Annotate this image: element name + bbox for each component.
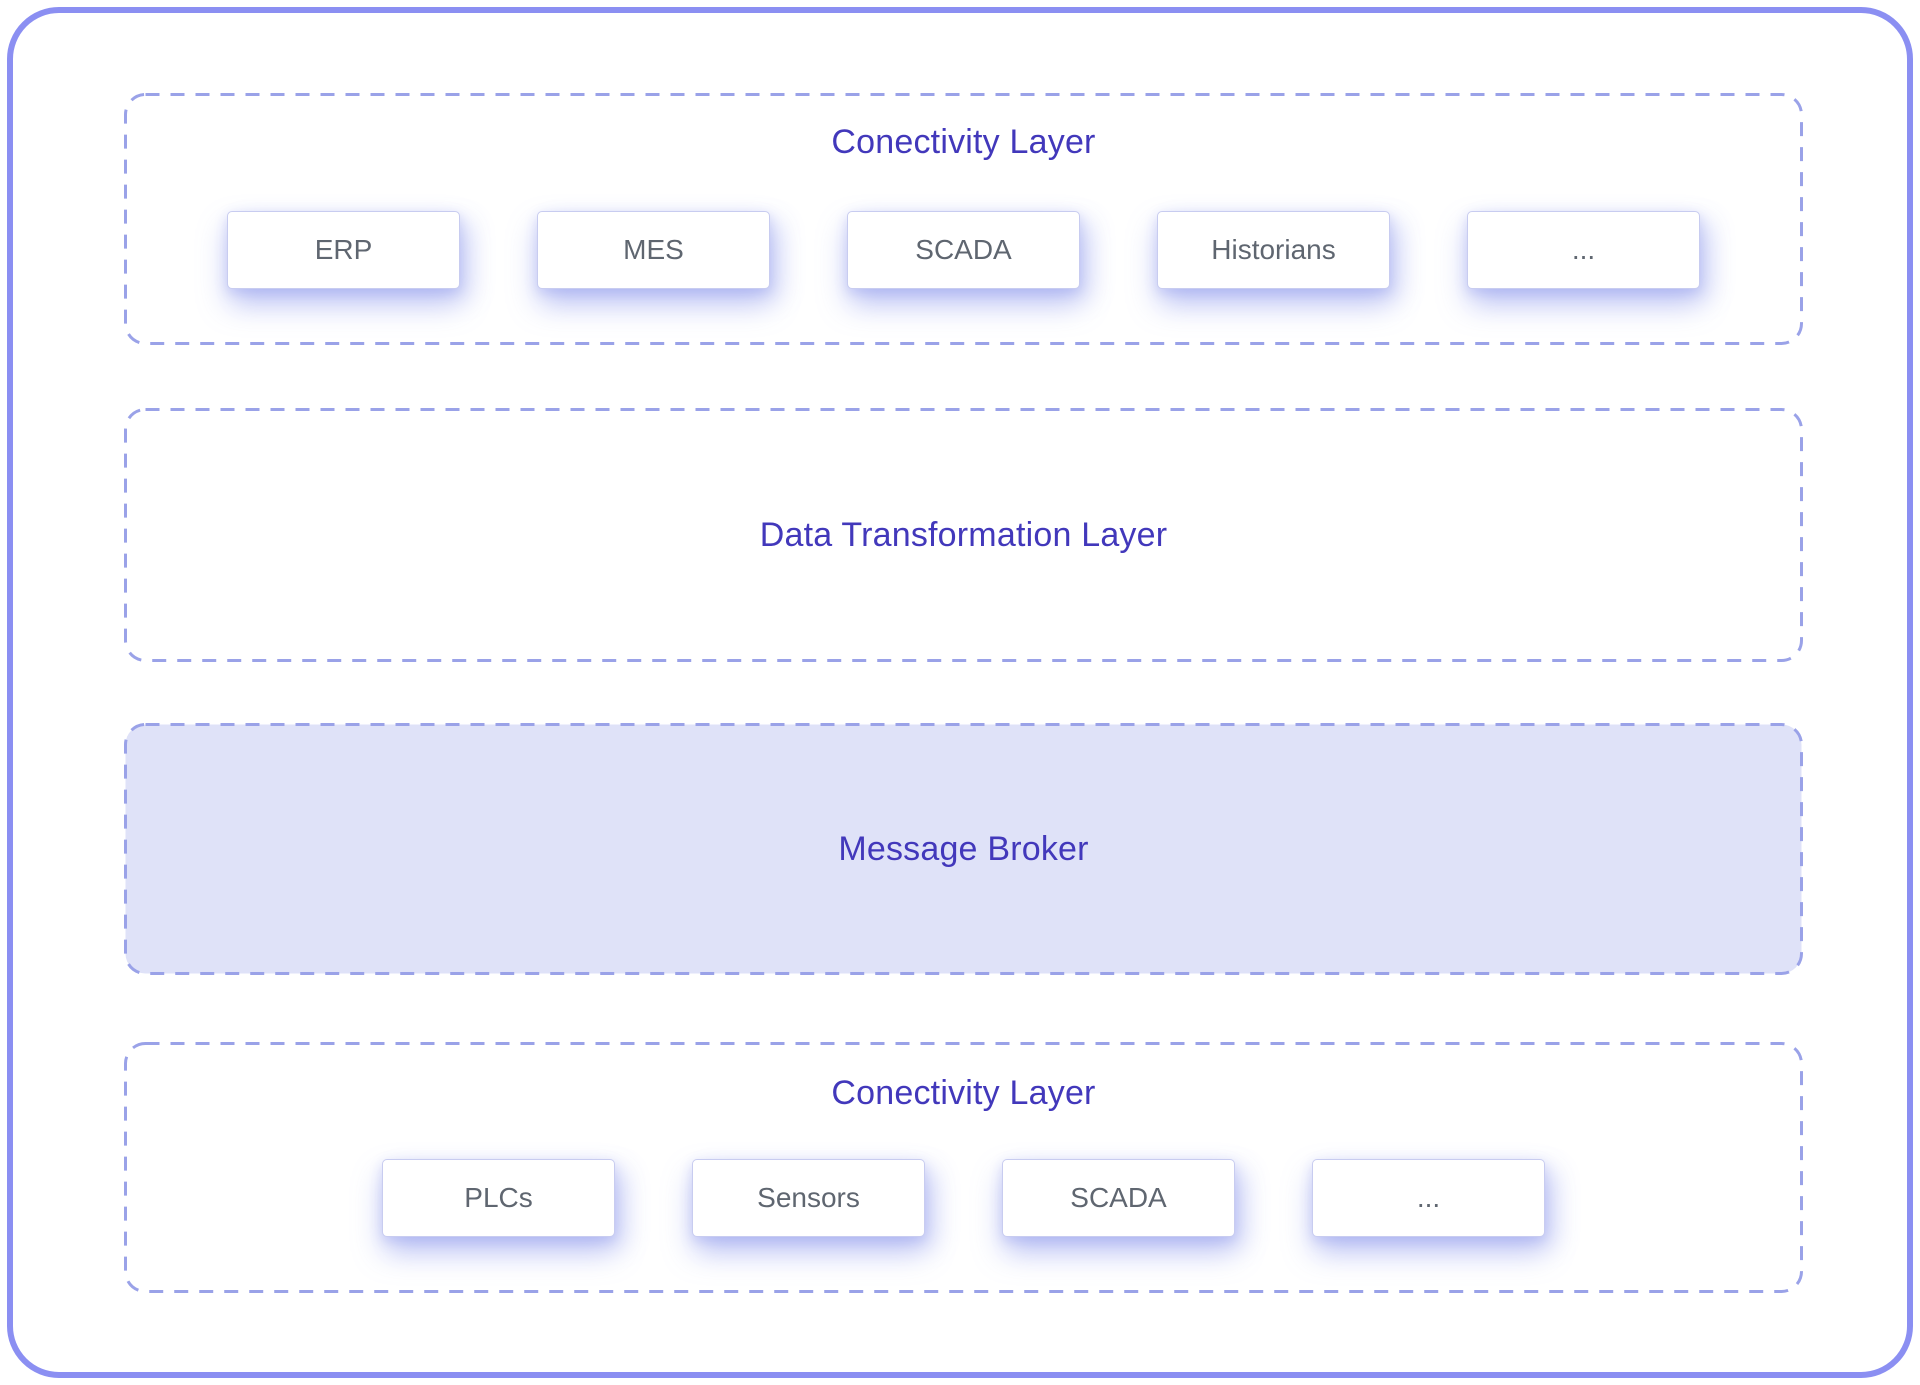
- node-erp: ERP: [227, 211, 460, 289]
- node-mes-label: MES: [623, 234, 684, 265]
- node-historians-label: Historians: [1211, 234, 1336, 265]
- node-plcs: PLCs: [382, 1159, 615, 1237]
- node-row-bottom: PLCs Sensors SCADA ...: [382, 1159, 1545, 1237]
- node-row-top: ERP MES SCADA Historians ...: [227, 211, 1700, 289]
- node-scada-bottom-label: SCADA: [1070, 1182, 1167, 1213]
- layer-message-broker: Message Broker: [124, 723, 1803, 975]
- layer-connectivity-bottom: Conectivity Layer PLCs Sensors SCADA ...: [124, 1042, 1803, 1293]
- node-historians: Historians: [1157, 211, 1390, 289]
- node-ellipsis-bottom: ...: [1312, 1159, 1545, 1237]
- layer-title-message-broker: Message Broker: [838, 829, 1089, 868]
- layer-connectivity-top: Conectivity Layer ERP MES SCADA Historia…: [124, 93, 1803, 345]
- layer-title-data-transformation: Data Transformation Layer: [759, 515, 1168, 554]
- node-scada-top-label: SCADA: [915, 234, 1012, 265]
- node-scada-top: SCADA: [847, 211, 1080, 289]
- node-ellipsis-top: ...: [1467, 211, 1700, 289]
- node-sensors: Sensors: [692, 1159, 925, 1237]
- node-ellipsis-top-label: ...: [1571, 234, 1596, 265]
- node-scada-bottom: SCADA: [1002, 1159, 1235, 1237]
- node-ellipsis-bottom-label: ...: [1416, 1182, 1441, 1213]
- node-erp-label: ERP: [314, 234, 373, 265]
- layer-title-connectivity-top: Conectivity Layer: [831, 123, 1096, 161]
- node-mes: MES: [537, 211, 770, 289]
- node-plcs-label: PLCs: [464, 1182, 533, 1213]
- node-sensors-label: Sensors: [757, 1182, 860, 1213]
- layer-title-connectivity-bottom: Conectivity Layer: [831, 1074, 1096, 1112]
- layer-data-transformation: Data Transformation Layer: [124, 408, 1803, 662]
